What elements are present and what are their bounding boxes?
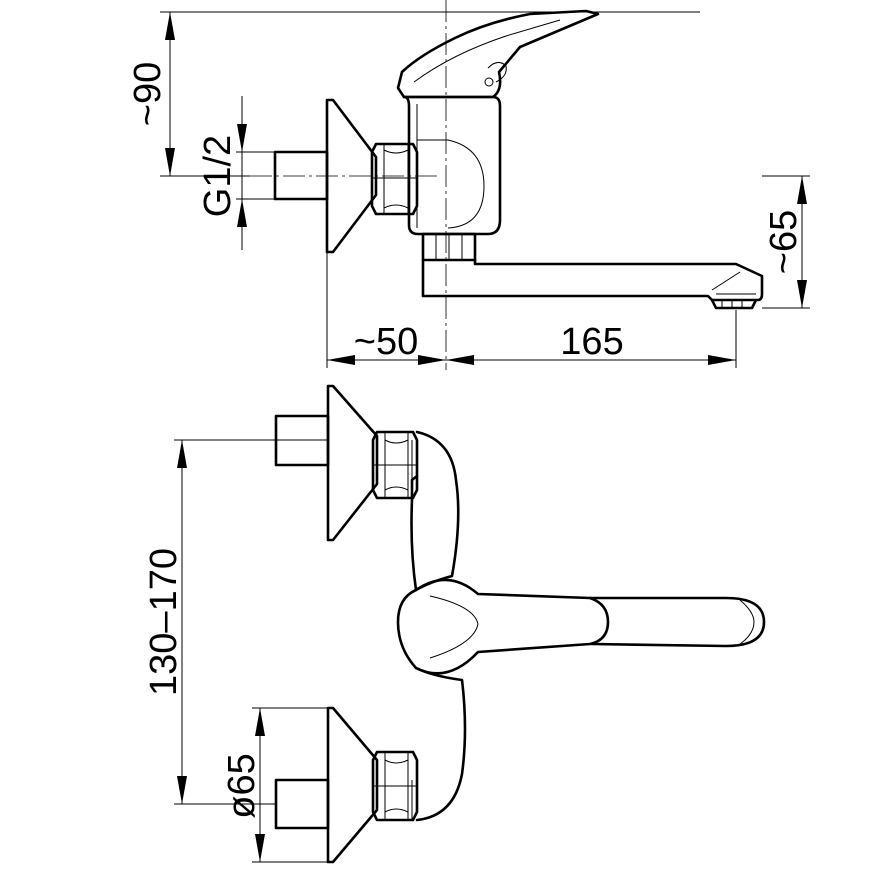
- side-lever-handle: [396, 9, 600, 99]
- side-mixer-body: [402, 95, 502, 236]
- dim-spout-reach: 165: [560, 321, 623, 363]
- side-view: ~90 G1/2 ~65 ~50 165: [127, 0, 810, 370]
- side-hex-nut: [370, 142, 419, 216]
- dim-thread: G1/2: [197, 135, 239, 217]
- top-spout: [588, 596, 766, 648]
- side-aerator: [710, 298, 758, 310]
- dim-wall-offset: ~50: [354, 321, 418, 363]
- dim-flange-diameter: ø65: [221, 753, 263, 818]
- dim-height-handle: ~90: [127, 62, 169, 126]
- side-spout: [421, 258, 764, 302]
- top-lever-handle: [396, 578, 610, 675]
- top-lower-nut: [371, 750, 419, 822]
- top-lower-flange: [326, 706, 379, 864]
- top-view: 130–170 ø65: [143, 384, 766, 864]
- top-mixer-body: [410, 430, 467, 822]
- side-inlet-pipe: [273, 150, 329, 201]
- dim-spout-height: ~65: [763, 210, 805, 274]
- top-lower-inlet-pipe: [274, 778, 330, 830]
- top-upper-flange: [326, 384, 379, 542]
- dim-inlet-spacing: 130–170: [143, 548, 185, 696]
